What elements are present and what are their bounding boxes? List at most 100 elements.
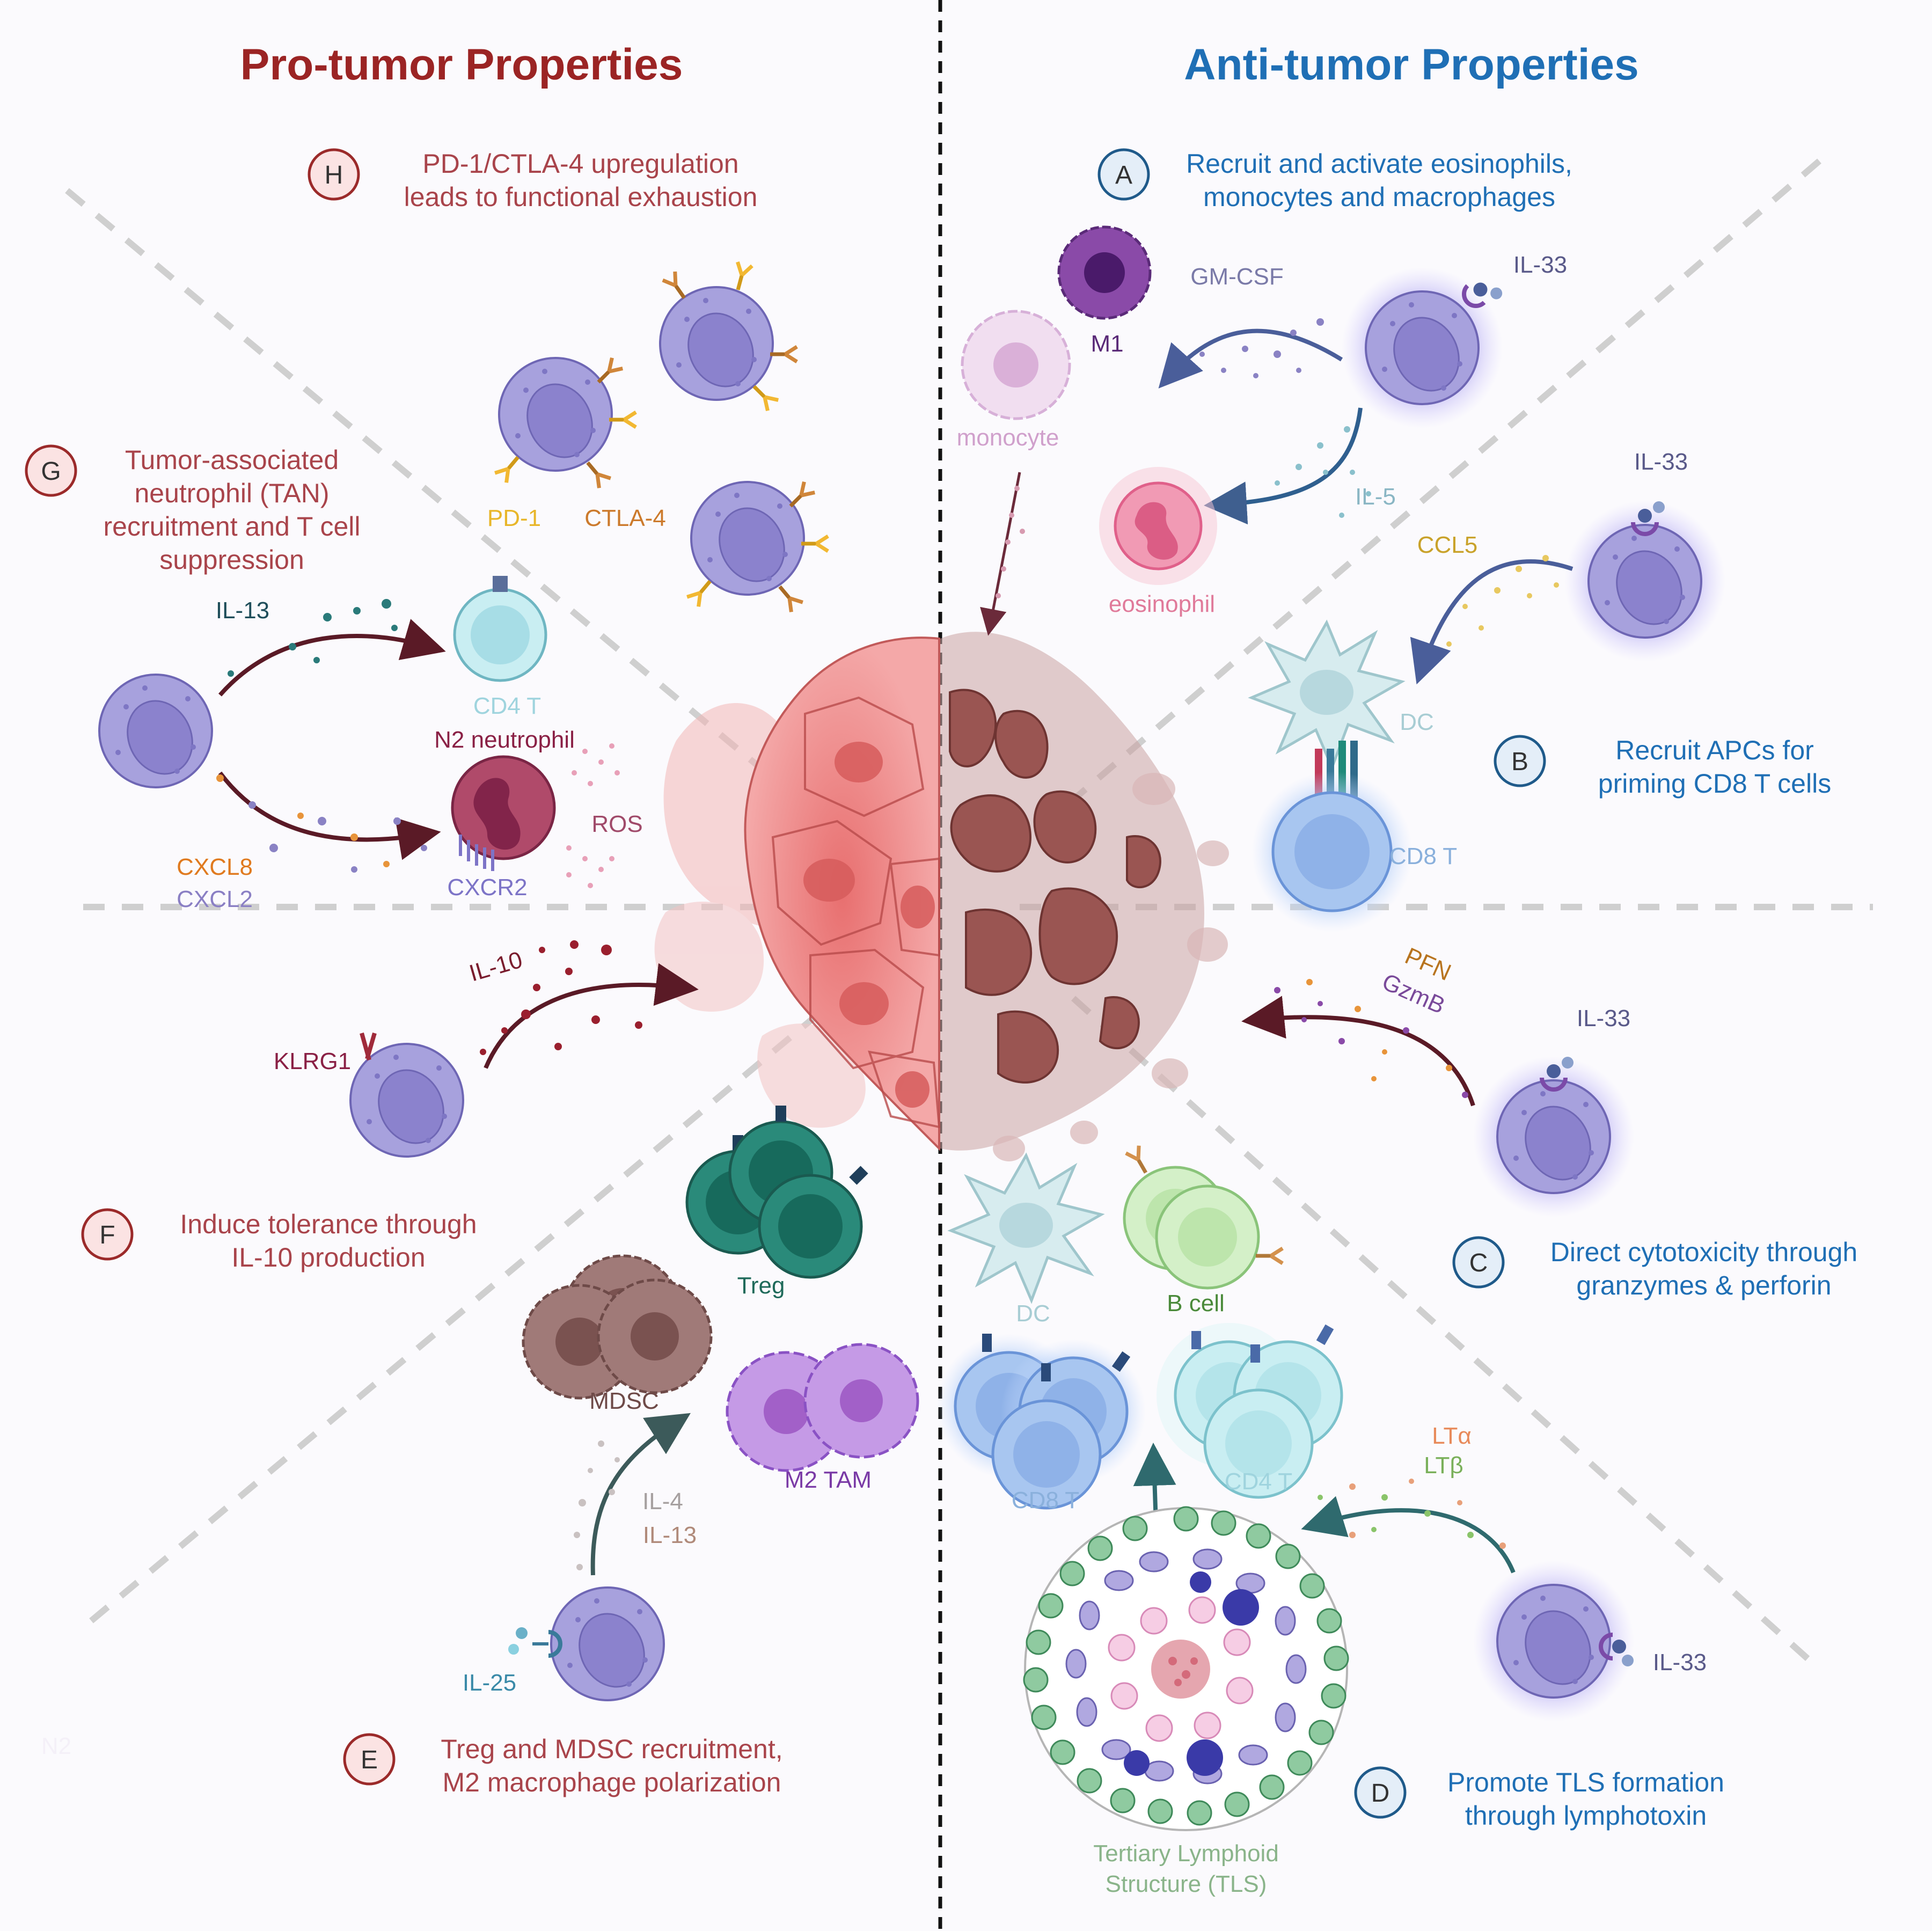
il13-label-e: IL-13 — [643, 1522, 697, 1548]
ilc2-cell-e — [508, 1586, 665, 1701]
badge-g-letter: G — [41, 457, 61, 486]
monocyte-cell — [961, 310, 1071, 420]
badge-a — [1097, 148, 1150, 201]
tls-t-zone — [1065, 1548, 1307, 1784]
dc-label-b: DC — [1400, 709, 1434, 735]
pfn-gzmb-arrow — [1241, 996, 1475, 1107]
cxcl-arrow-g — [218, 771, 441, 860]
section-h-line1: PD-1/CTLA-4 upregulation — [422, 149, 738, 179]
section-d-line2: through lymphotoxin — [1465, 1801, 1707, 1831]
section-b-line2: priming CD8 T cells — [1598, 769, 1831, 799]
badge-d — [1354, 1766, 1407, 1819]
ilc2-cell-f — [349, 1032, 464, 1158]
cd4-t-cells-d — [1157, 1323, 1343, 1499]
il33-label-d: IL-33 — [1653, 1649, 1707, 1676]
section-g-line3: recruitment and T cell — [104, 511, 361, 542]
cd8-t-cells-d — [936, 1334, 1146, 1510]
badge-c — [1452, 1236, 1505, 1289]
exhausted-t-cell-1 — [495, 358, 636, 488]
section-g-line2: neutrophil (TAN) — [134, 478, 329, 508]
ccl5-label: CCL5 — [1417, 532, 1478, 558]
treg-label: Treg — [737, 1272, 785, 1299]
section-b: IL-33 CCL5 DC CD8 T B Recruit APCs for p… — [1248, 449, 1831, 932]
tls-b-zone — [1108, 1596, 1254, 1742]
ros-label: ROS — [591, 811, 642, 837]
monocyte-arrow — [980, 472, 1021, 636]
ilc2-cell-d — [1473, 1561, 1634, 1722]
il13-arrow-g — [218, 619, 446, 697]
mdsc-cells — [522, 1254, 713, 1400]
badge-b-letter: B — [1511, 748, 1528, 776]
lt-arrow — [1301, 1496, 1516, 1574]
dendritic-cell-b — [1248, 619, 1406, 771]
tls-label-line1: Tertiary Lymphoid — [1093, 1840, 1279, 1867]
section-g-line4: suppression — [159, 545, 304, 575]
m1-macrophage — [1057, 225, 1152, 320]
il10-label: IL-10 — [466, 947, 525, 987]
il13-label-g: IL-13 — [216, 597, 269, 624]
tumor-mass — [654, 632, 1229, 1161]
section-a-line2: monocytes and macrophages — [1203, 182, 1555, 212]
gmcsf-label: GM-CSF — [1190, 264, 1284, 290]
il33-label-c: IL-33 — [1577, 1005, 1630, 1032]
eosinophil-label: eosinophil — [1109, 591, 1215, 617]
section-b-line1: Recruit APCs for — [1615, 735, 1814, 765]
badge-h — [308, 148, 360, 201]
n2-neutrophil — [451, 755, 556, 871]
cxcl2-label: CXCL2 — [177, 886, 253, 912]
il4-label: IL-4 — [642, 1488, 683, 1515]
section-e-line1: Treg and MDSC recruitment, — [441, 1734, 782, 1764]
badge-b — [1494, 735, 1546, 787]
il10-arrow — [484, 963, 699, 1069]
m2-tam-cells — [726, 1343, 919, 1472]
exhausted-t-cell-2 — [659, 262, 797, 411]
tertiary-lymphoid-structure — [1023, 1506, 1349, 1831]
eosinophil-cell — [1099, 467, 1217, 585]
badge-e-letter: E — [361, 1746, 378, 1774]
section-a-line1: Recruit and activate eosinophils, — [1186, 149, 1572, 179]
badge-g — [25, 444, 77, 497]
tls-label-line2: Structure (TLS) — [1106, 1871, 1267, 1897]
dendritic-cell-d — [947, 1152, 1105, 1304]
badge-e — [343, 1733, 396, 1786]
section-e: Treg MDSC M2 TAM IL-4 IL-13 IL-25 N2 E T… — [41, 1106, 919, 1797]
ilc2-cell-c — [1473, 1056, 1634, 1217]
section-c-line1: Direct cytotoxicity through — [1550, 1237, 1857, 1267]
cd8-t-cell-b — [1252, 771, 1413, 932]
il33-label-b: IL-33 — [1634, 449, 1688, 475]
badge-f — [81, 1208, 134, 1261]
section-g-line1: Tumor-associated — [125, 445, 339, 475]
ccl5-arrow — [1410, 559, 1574, 685]
exhausted-t-cell-3 — [687, 482, 828, 612]
bcell-label: B cell — [1167, 1290, 1225, 1316]
cd4t-label-g: CD4 T — [473, 693, 541, 719]
ltb-label: LTβ — [1424, 1452, 1463, 1479]
il5-arrow — [1204, 407, 1363, 525]
badge-h-letter: H — [325, 161, 343, 189]
tls-outer-ring — [1023, 1506, 1349, 1826]
treg-cells — [685, 1106, 868, 1279]
cd4-t-cell-g — [453, 576, 547, 682]
section-g: G Tumor-associated neutrophil (TAN) recr… — [25, 444, 643, 912]
gmcsf-arrow — [1158, 328, 1343, 389]
b-cells — [1123, 1146, 1283, 1290]
il25-label: IL-25 — [463, 1670, 516, 1696]
klrg1-label: KLRG1 — [274, 1048, 351, 1074]
cd8t-label-d: CD8 T — [1012, 1487, 1079, 1513]
n2-faint-label: N2 — [41, 1733, 71, 1759]
badge-d-letter: D — [1371, 1779, 1390, 1808]
section-c: IL-33 PFN GzmB C Direct cytotoxicity thr… — [1241, 942, 1857, 1300]
il33-label-a: IL-33 — [1513, 252, 1567, 278]
m1-label: M1 — [1091, 331, 1123, 357]
section-f-line1: Induce tolerance through — [180, 1209, 477, 1239]
mdsc-label: MDSC — [589, 1388, 659, 1414]
cd4t-label-d: CD4 T — [1225, 1468, 1292, 1495]
n2-neutrophil-label: N2 neutrophil — [434, 727, 575, 753]
ilc2-cell-b — [1564, 501, 1725, 662]
section-a: A Recruit and activate eosinophils, mono… — [957, 148, 1572, 636]
cd8t-label-b: CD8 T — [1389, 843, 1457, 869]
il5-label: IL-5 — [1355, 484, 1396, 510]
pro-tumor-header: Pro-tumor Properties — [240, 40, 683, 89]
ilc2-cell-g — [98, 674, 213, 788]
